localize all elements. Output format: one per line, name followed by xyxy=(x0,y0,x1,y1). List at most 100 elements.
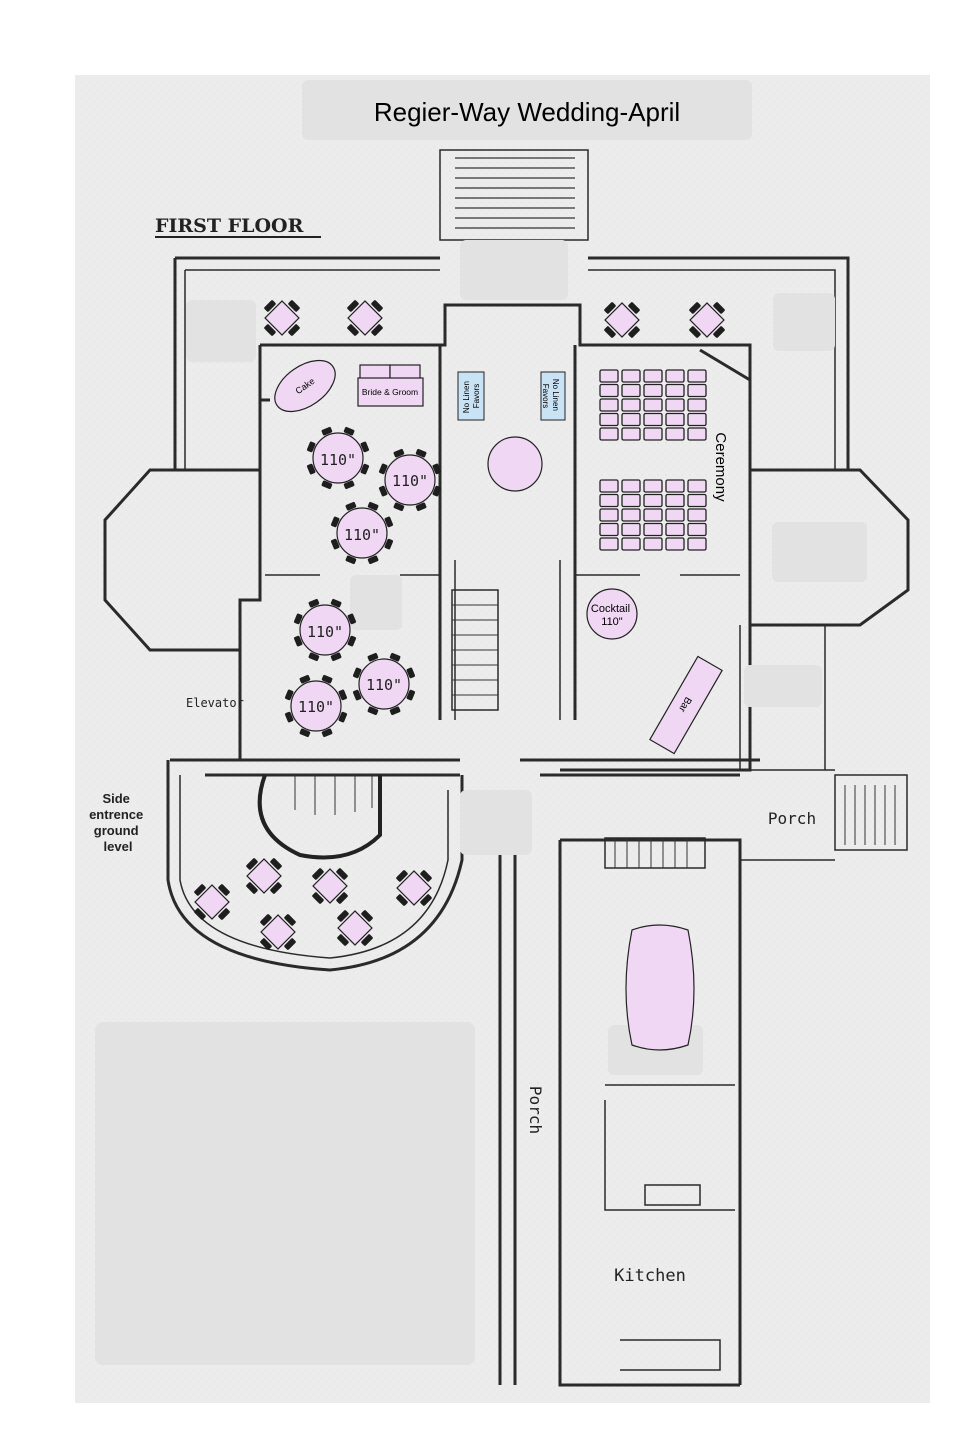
porch-outline xyxy=(740,769,835,861)
lower-left-room xyxy=(166,760,464,972)
chair xyxy=(415,448,427,458)
chair xyxy=(406,667,416,679)
chair xyxy=(604,302,616,314)
chair xyxy=(194,908,206,920)
chair xyxy=(299,728,311,738)
title-box xyxy=(302,80,752,140)
chair xyxy=(321,728,333,738)
chair xyxy=(306,463,316,475)
chair xyxy=(432,485,442,497)
square-table-top xyxy=(264,300,300,336)
round-table-top xyxy=(384,454,436,506)
chair xyxy=(246,858,258,870)
ceremony-chair xyxy=(621,427,641,441)
round-table-top xyxy=(336,507,388,559)
chair xyxy=(336,892,348,904)
chair xyxy=(347,300,359,312)
ceremony-label: Ceremony xyxy=(712,432,729,502)
chair xyxy=(321,480,333,490)
chair xyxy=(384,538,394,550)
chair xyxy=(270,882,282,894)
chair xyxy=(260,938,272,950)
chair xyxy=(396,870,408,882)
ceremony-chair xyxy=(665,522,685,537)
chair xyxy=(330,538,340,550)
chair xyxy=(389,706,401,716)
ceremony-chair xyxy=(621,537,641,551)
right-bay xyxy=(750,468,910,627)
round-table-label: 110" xyxy=(344,526,380,544)
favors-table-right: No Linen Favors xyxy=(540,371,566,421)
bride-groom-table: Bride & Groom xyxy=(357,364,424,407)
blank-area xyxy=(744,665,822,707)
ceremony-chair xyxy=(599,427,619,441)
cocktail-table: Cocktail 110" xyxy=(586,588,638,640)
square-table xyxy=(396,870,432,906)
chair xyxy=(689,326,701,338)
chair xyxy=(338,711,348,723)
chair xyxy=(384,516,394,528)
ceremony-chair xyxy=(621,508,641,522)
chair xyxy=(284,711,294,723)
ceremony-chair xyxy=(621,479,641,493)
chair xyxy=(338,689,348,701)
house-walls xyxy=(238,303,752,772)
kitchen-inner-walls xyxy=(604,1084,735,1371)
chair xyxy=(604,326,616,338)
ceremony-chair xyxy=(665,412,685,427)
ceremony-chair xyxy=(643,493,663,508)
svg-text:Bride & Groom: Bride & Groom xyxy=(362,387,418,397)
ceremony-chair xyxy=(599,412,619,427)
ceremony-chair xyxy=(687,493,707,508)
round-table xyxy=(284,674,348,738)
ceremony-chair xyxy=(599,398,619,412)
chair xyxy=(352,667,362,679)
chair xyxy=(264,300,276,312)
square-table xyxy=(264,300,300,336)
square-table-top xyxy=(604,302,640,338)
round-table-label: 110" xyxy=(320,451,356,469)
long-table xyxy=(625,924,695,1051)
interior-stairs xyxy=(451,589,499,711)
curved-stair-treads xyxy=(294,775,373,815)
ceremony-chair xyxy=(621,369,641,383)
chair xyxy=(293,613,303,625)
chair xyxy=(264,324,276,336)
inner-walls xyxy=(265,560,826,770)
ceremony-chair xyxy=(643,427,663,441)
square-table-top xyxy=(246,858,282,894)
round-table-top xyxy=(358,658,410,710)
plan-title: Regier-Way Wedding-April xyxy=(374,97,680,127)
chair xyxy=(288,324,300,336)
ceremony-chair xyxy=(643,537,663,551)
chair xyxy=(713,326,725,338)
chair xyxy=(194,884,206,896)
ceremony-chair xyxy=(643,398,663,412)
svg-text:No Linen Favors: No Linen Favors xyxy=(541,379,560,413)
chair xyxy=(321,426,333,436)
veranda-outline xyxy=(173,256,850,470)
square-table-top xyxy=(194,884,230,920)
chair xyxy=(352,689,362,701)
round-table-top xyxy=(312,432,364,484)
chair xyxy=(713,302,725,314)
chair xyxy=(367,501,379,511)
square-table xyxy=(312,868,348,904)
chair xyxy=(360,441,370,453)
ceremony-chair xyxy=(687,398,707,412)
ceremony-chair xyxy=(687,427,707,441)
chair xyxy=(378,463,388,475)
ceremony-chair xyxy=(621,383,641,398)
square-table-top xyxy=(312,868,348,904)
chair xyxy=(360,463,370,475)
round-table-label: 110" xyxy=(307,623,343,641)
round-table-top xyxy=(290,680,342,732)
left-bay xyxy=(103,468,260,652)
ceremony-chair xyxy=(643,383,663,398)
square-table xyxy=(604,302,640,338)
ceremony-chair xyxy=(665,537,685,551)
chair xyxy=(312,868,324,880)
chair xyxy=(371,324,383,336)
chair xyxy=(343,426,355,436)
